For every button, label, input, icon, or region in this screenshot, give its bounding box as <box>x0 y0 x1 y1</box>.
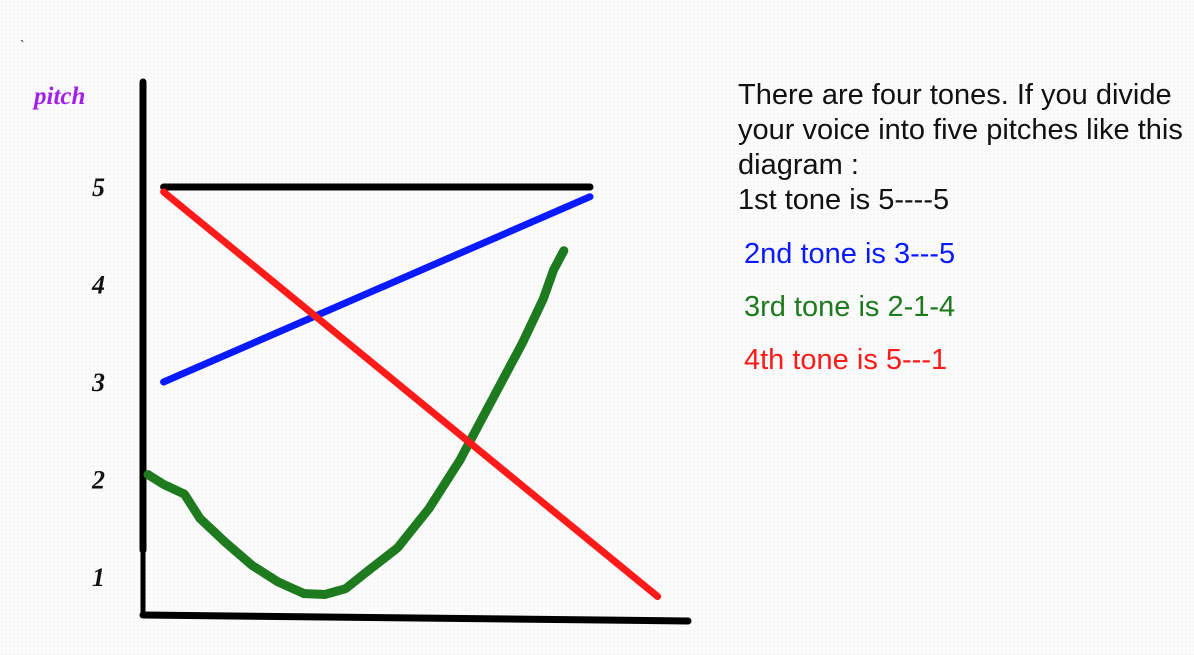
legend-intro: There are four tones. If you divide your… <box>738 79 1183 181</box>
y-tick-label: 4 <box>91 271 105 300</box>
series-line-third <box>143 245 569 599</box>
y-tick-label: 3 <box>91 368 105 397</box>
legend-third-tone: 3rd tone is 2-1-4 <box>744 291 956 323</box>
corner-mark: ` <box>20 37 25 53</box>
series-line-fourth <box>160 188 662 600</box>
tone-legend: There are four tones. If you divide your… <box>738 78 1188 378</box>
x-axis <box>139 611 692 625</box>
y-tick-label: 5 <box>92 173 105 202</box>
y-tick-labels: 1 2 3 4 5 <box>91 173 105 592</box>
legend-fourth-tone: 4th tone is 5---1 <box>744 344 948 376</box>
legend-second-tone: 2nd tone is 3---5 <box>744 238 956 270</box>
legend-first-tone: 1st tone is 5----5 <box>738 184 950 216</box>
tone-chart: ` pitch 1 2 3 4 5 <box>20 37 692 625</box>
y-axis-label: pitch <box>32 83 85 110</box>
y-tick-label: 1 <box>92 563 105 592</box>
series-line-second <box>160 193 594 386</box>
y-tick-label: 2 <box>91 466 105 495</box>
series-layer <box>143 183 662 600</box>
